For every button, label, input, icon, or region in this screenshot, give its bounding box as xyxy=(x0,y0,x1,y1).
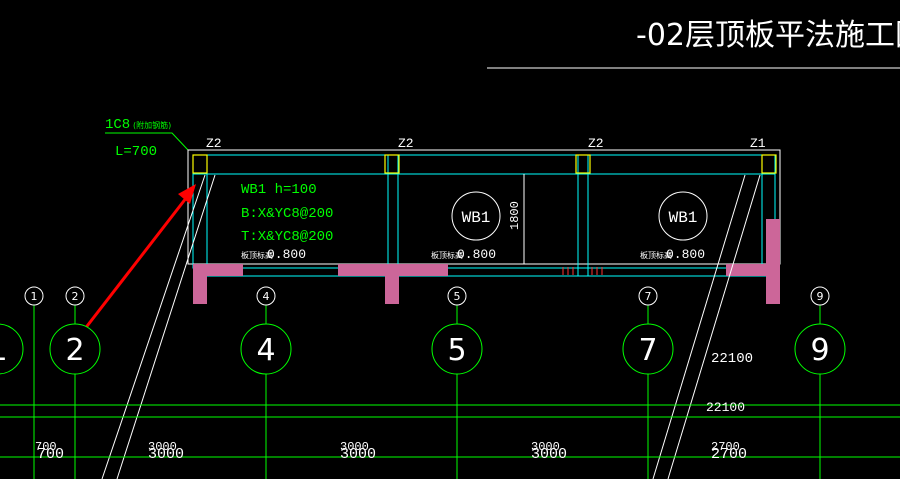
svg-text:3000: 3000 xyxy=(340,440,369,454)
slab-outline xyxy=(187,149,781,277)
drawing-title: -02层顶板平法施工图 xyxy=(636,18,900,53)
svg-text:5: 5 xyxy=(447,333,466,368)
svg-text:4: 4 xyxy=(263,290,270,303)
axis-bubble-small: 4 xyxy=(256,286,276,306)
span-dimensions: 700 700 3000 3000 3000 3000 3000 3000 27… xyxy=(35,440,747,463)
rebar-note: (附加钢筋) xyxy=(133,120,171,130)
svg-text:0.800: 0.800 xyxy=(666,247,705,262)
svg-text:700: 700 xyxy=(35,440,57,454)
axis-bubble-large: 7 xyxy=(622,323,674,375)
svg-text:4: 4 xyxy=(256,333,275,368)
svg-text:3000: 3000 xyxy=(148,446,184,463)
overall-dimension: 22100 xyxy=(711,351,753,367)
slab-mark-circle xyxy=(658,191,708,241)
rebar-label: 1C8 xyxy=(105,117,130,133)
elevation-label: 板顶标高 0.800 xyxy=(241,247,306,262)
svg-text:2: 2 xyxy=(65,333,84,368)
slab-mark: WB1 xyxy=(462,209,491,227)
axis-bubble-small: 2 xyxy=(65,286,85,306)
axis-bubble-small: 7 xyxy=(638,286,658,306)
axis-bubble-large: 1 xyxy=(0,323,24,375)
axis-bubble-large: 5 xyxy=(431,323,483,375)
svg-text:700: 700 xyxy=(37,446,64,463)
elevation-label: 板顶标高 0.800 xyxy=(640,247,705,262)
slab-name: WB1 h=100 xyxy=(241,182,317,198)
column-tag: Z2 xyxy=(398,136,414,151)
elevation-label: 板顶标高 0.800 xyxy=(431,247,496,262)
red-arrow xyxy=(82,184,196,331)
overall-dimension: 22100 xyxy=(706,400,745,415)
svg-text:0.800: 0.800 xyxy=(267,247,306,262)
svg-text:1: 1 xyxy=(0,333,8,368)
walls xyxy=(193,219,780,304)
axis-bubble-large: 9 xyxy=(794,323,846,375)
rebar-length: L=700 xyxy=(115,144,157,160)
svg-text:3000: 3000 xyxy=(148,440,177,454)
svg-text:3000: 3000 xyxy=(531,446,567,463)
rebar-leader-line xyxy=(105,132,189,151)
svg-text:板顶标高: 板顶标高 xyxy=(431,250,463,260)
column-tag: Z2 xyxy=(588,136,604,151)
axis-bubble-small: 1 xyxy=(24,286,44,306)
slab-top-rebar: T:X&YC8@200 xyxy=(241,229,333,245)
svg-text:3000: 3000 xyxy=(340,446,376,463)
svg-text:2700: 2700 xyxy=(711,446,747,463)
axis-bubble-large: 4 xyxy=(240,323,292,375)
columns xyxy=(192,154,777,174)
svg-text:9: 9 xyxy=(817,290,824,303)
svg-text:板顶标高: 板顶标高 xyxy=(640,250,672,260)
slab-bottom-rebar: B:X&YC8@200 xyxy=(241,206,333,222)
slab-mark: WB1 xyxy=(669,209,698,227)
svg-text:0.800: 0.800 xyxy=(457,247,496,262)
svg-text:3000: 3000 xyxy=(531,440,560,454)
svg-text:7: 7 xyxy=(638,333,657,368)
hatch-marks xyxy=(562,267,603,275)
section-diagonals xyxy=(101,174,761,479)
svg-text:1: 1 xyxy=(31,290,38,303)
svg-text:5: 5 xyxy=(454,290,461,303)
axis-bubble-small: 9 xyxy=(810,286,830,306)
axis-bubble-large: 2 xyxy=(49,323,101,375)
svg-text:2700: 2700 xyxy=(711,440,740,454)
svg-text:7: 7 xyxy=(645,290,652,303)
axis-bubble-small: 5 xyxy=(447,286,467,306)
slab-mark-circle xyxy=(451,191,501,241)
column-tag: Z2 xyxy=(206,136,222,151)
svg-text:2: 2 xyxy=(72,290,79,303)
column-tag: Z1 xyxy=(750,136,766,151)
depth-dimension: 1800 xyxy=(508,201,522,230)
svg-text:9: 9 xyxy=(810,333,829,368)
svg-text:板顶标高: 板顶标高 xyxy=(241,250,273,260)
